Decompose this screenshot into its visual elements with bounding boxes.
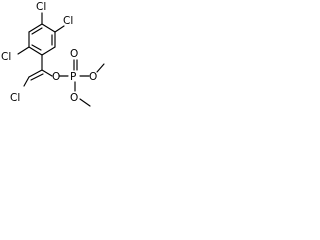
- bond-vinyl-carbon-to-o: [41, 69, 53, 77]
- bond-methoxy-2-to-methyl: [79, 98, 91, 107]
- bond-ring-to-cl-top-right: [54, 25, 65, 33]
- chemical-structure-diagram: Cl Cl Cl Cl O P O O O: [0, 0, 109, 114]
- atom-cl-top-right: Cl: [63, 15, 73, 27]
- atom-o-methoxy-2: O: [70, 92, 78, 104]
- ring-bond-5: [28, 46, 43, 56]
- atom-p: P: [70, 71, 76, 83]
- ring-bond-4: [41, 46, 56, 56]
- atom-o-ester: O: [52, 71, 60, 83]
- atom-cl-left: Cl: [1, 51, 11, 63]
- ring-inner-bond-3: [31, 44, 42, 51]
- molecule-svg: Cl Cl Cl Cl O P O O O: [1, 1, 105, 107]
- ring-bond-2: [41, 23, 56, 33]
- atom-cl-top-left: Cl: [36, 1, 46, 13]
- vinyl-double-bond-inner: [30, 73, 44, 81]
- atom-cl-vinyl: Cl: [10, 92, 20, 104]
- bond-ring-to-cl-left: [17, 46, 30, 55]
- bond-methoxy-1-to-methyl: [96, 63, 105, 73]
- ring-bond-1: [28, 23, 43, 33]
- atom-o-double: O: [70, 48, 78, 60]
- benzene-ring: [28, 23, 56, 56]
- ring-inner-bond-1: [31, 27, 43, 35]
- bond-vinyl-to-cl: [23, 76, 30, 87]
- vinyl-double-bond-outer: [28, 69, 43, 78]
- atom-o-methoxy-1: O: [89, 71, 97, 83]
